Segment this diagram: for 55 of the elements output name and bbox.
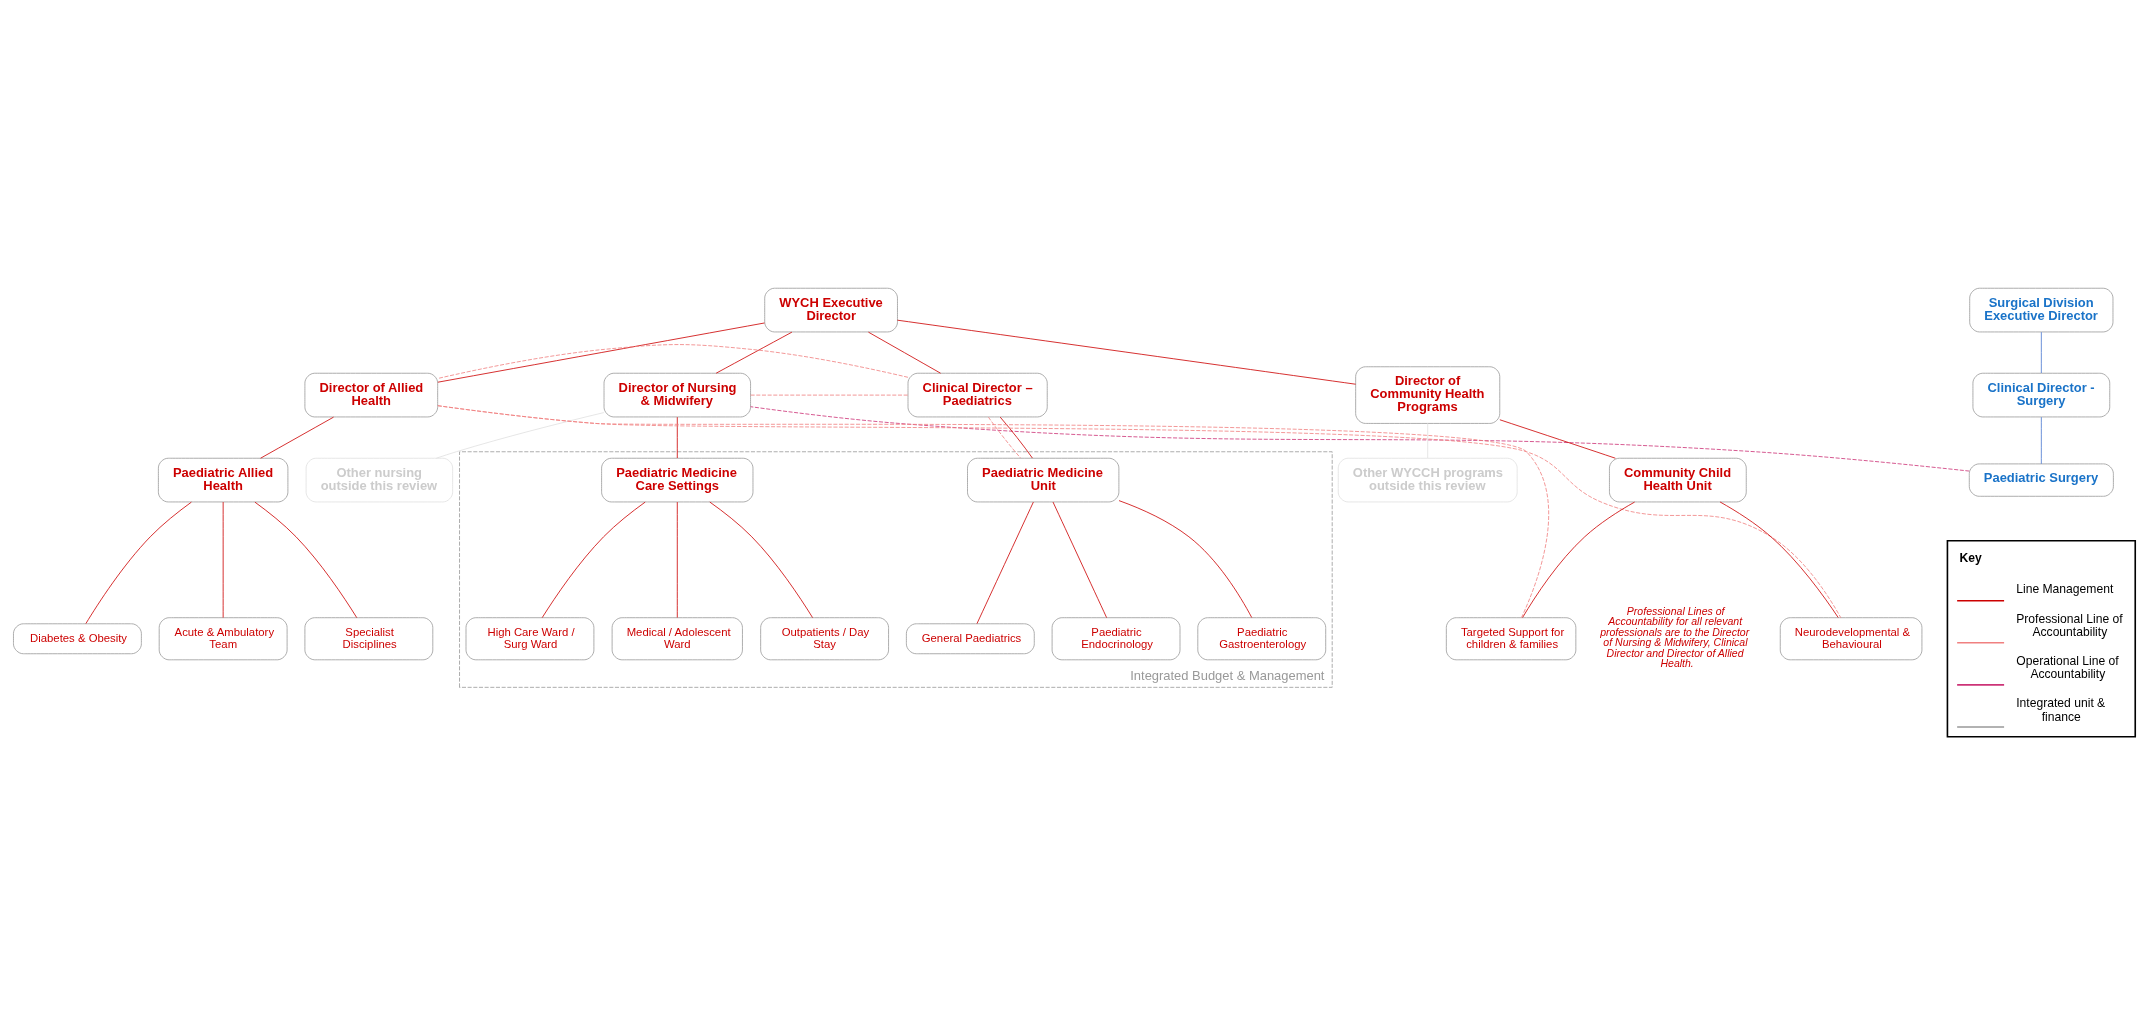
connector: [541, 501, 646, 618]
connector: [976, 501, 1034, 624]
node-box: Community Child Health Unit: [1609, 457, 1747, 502]
connector: [750, 394, 909, 395]
node-box: Director of Allied Health: [304, 372, 439, 417]
node-box: Targeted Support for children & families: [1445, 616, 1577, 660]
connector: [2040, 416, 2042, 464]
node-box: Director of Community Health Programs: [1355, 365, 1501, 424]
connector: [1052, 501, 1107, 618]
connector: [85, 501, 192, 624]
label: Professional Lines of Accountability for all relevant professionals are to the Director of Nursing & Midwifery, Clinical Director and Director of Allied Health.: [1600, 604, 1750, 669]
legend-label: Line Management: [2016, 581, 2114, 596]
node-box: Surgical Division Executive Director: [1969, 287, 2114, 332]
node-box: WYCH Executive Director: [764, 287, 898, 332]
connector: [437, 404, 1842, 618]
connector: [437, 343, 909, 379]
node-box: Director of Nursing & Midwifery: [603, 372, 751, 417]
node-box: General Paediatrics: [905, 622, 1035, 654]
node-box: Acute & Ambulatory Team: [158, 616, 288, 660]
connector: [868, 331, 941, 374]
node-box: Paediatric Surgery: [1968, 463, 2114, 497]
legend-label: Professional Line of Accountability: [2016, 611, 2123, 639]
node-box: Neurodevelopmental & Behavioural: [1779, 616, 1923, 660]
connector: [715, 331, 793, 374]
node-box: Specialist Disciplines: [304, 616, 434, 660]
node-box: Diabetes & Obesity: [13, 622, 142, 654]
connector: [1522, 501, 1635, 618]
node-box: Paediatric Medicine Care Settings: [601, 457, 754, 502]
node-box: Outpatients / Day Stay: [760, 616, 889, 660]
connector: [897, 319, 1356, 385]
node-box: Clinical Director – Paediatrics: [907, 372, 1048, 417]
connector: [1118, 499, 1253, 618]
label: Key: [1959, 550, 1982, 565]
connector: [988, 416, 1021, 458]
connector: [260, 416, 334, 459]
connector: [435, 411, 605, 459]
legend-label: Operational Line of Accountability: [2016, 653, 2119, 681]
connector: [999, 416, 1033, 458]
connector: [1499, 418, 1616, 459]
node-box: Paediatric Allied Health: [157, 457, 289, 502]
connector: [437, 404, 1549, 618]
node-box: High Care Ward / Surg Ward: [465, 616, 595, 660]
connector: [750, 405, 1970, 471]
node-box: Medical / Adolescent Ward: [611, 616, 743, 660]
connector: [437, 322, 765, 383]
legend-label: Integrated unit & finance: [2016, 695, 2106, 724]
node-box: Paediatric Endocrinology: [1051, 616, 1181, 660]
connector: [1719, 501, 1839, 618]
connector: [254, 501, 358, 618]
connector: [676, 416, 678, 458]
node-box: Clinical Director - Surgery: [1972, 372, 2111, 417]
connector: [709, 501, 813, 618]
connector: [2040, 331, 2042, 373]
node-box: Paediatric Gastroenterology: [1197, 616, 1327, 660]
node-box: Paediatric Medicine Unit: [967, 457, 1120, 502]
